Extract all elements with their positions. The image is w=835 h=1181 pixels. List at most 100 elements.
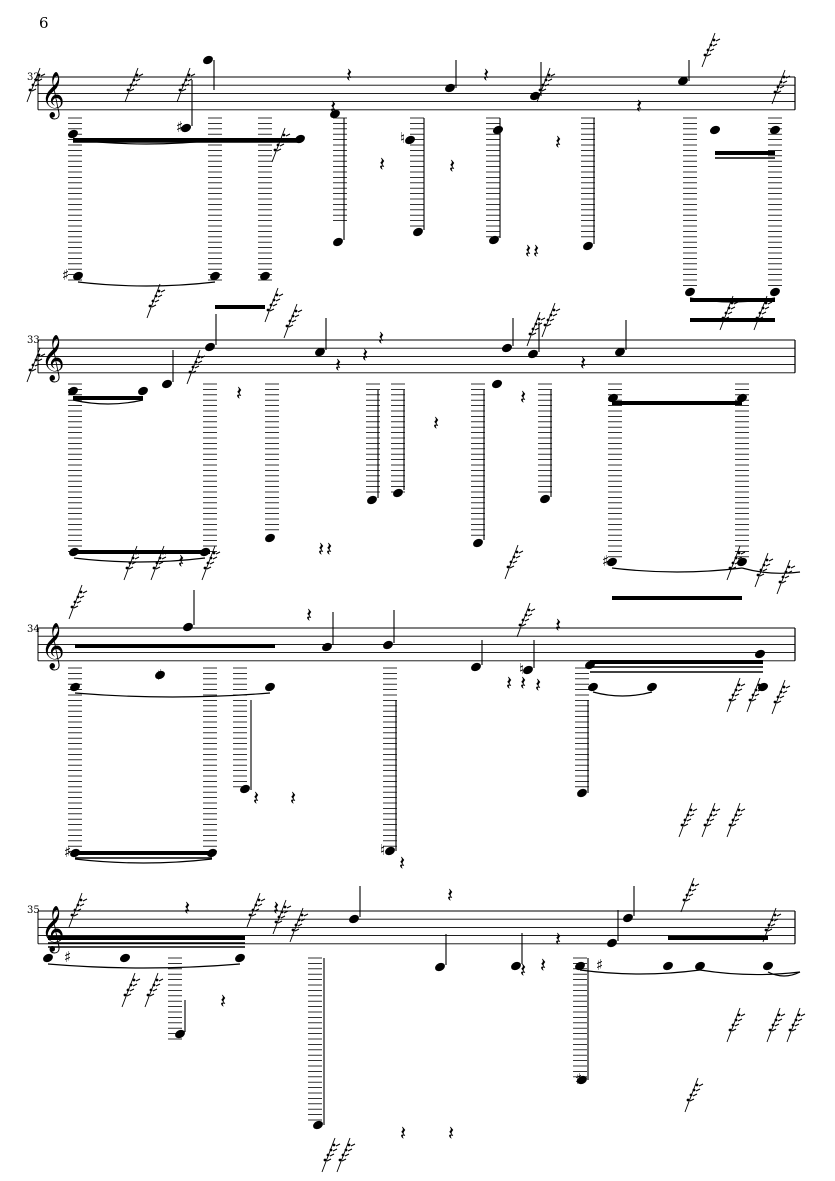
flag-stem (289, 907, 304, 943)
flag-stroke (524, 618, 530, 622)
flag-stroke (544, 83, 550, 87)
flag-dot (782, 75, 786, 79)
flag-stroke (275, 298, 281, 302)
rest-icon: 𝄽 (318, 537, 324, 561)
flag-dot (300, 913, 304, 917)
flag-dot (28, 88, 32, 92)
flag-dot (537, 317, 541, 321)
flag-stroke (779, 85, 785, 89)
flag-stroke (776, 913, 782, 917)
flag-stroke (132, 83, 138, 87)
flag-stroke (187, 78, 193, 82)
flag-stroke (683, 823, 689, 827)
flag-stroke (782, 80, 788, 84)
rest-icon: 𝄽 (326, 537, 332, 561)
rest-icon: 𝄽 (555, 130, 561, 154)
flag-stroke (712, 43, 718, 47)
flag-dot (197, 355, 201, 359)
flag-dot (737, 551, 741, 555)
flag-stroke (737, 688, 743, 692)
rest-icon: 𝄽 (448, 1121, 454, 1145)
notehead (710, 125, 720, 135)
flag-stroke (689, 813, 695, 817)
flag-stroke (82, 590, 88, 594)
beams (48, 138, 775, 948)
flag-dot (126, 88, 130, 92)
flag-dot (778, 580, 782, 584)
rest-icon: 𝄽 (378, 326, 384, 350)
flag-stroke (134, 556, 140, 560)
flag-stem (726, 677, 741, 713)
flag-stem (144, 972, 159, 1008)
flag-dot (728, 566, 732, 570)
rest-icon: 𝄽 (525, 239, 531, 263)
flag-stroke (731, 698, 737, 702)
flag-stroke (709, 818, 715, 822)
tie (74, 692, 271, 698)
notehead (120, 953, 130, 963)
flag-stroke (731, 566, 737, 570)
flag-stroke (518, 550, 524, 554)
rest-icon: 𝄽 (330, 95, 336, 119)
flag-stem (680, 877, 695, 913)
flag-stroke (540, 317, 546, 321)
notehead (330, 109, 340, 119)
flag-dot (188, 370, 192, 374)
flag-cluster (283, 303, 303, 339)
notehead (383, 640, 393, 650)
flag-dot (797, 1013, 801, 1017)
flag-stroke (329, 1153, 335, 1157)
notehead (313, 1120, 323, 1130)
flag-cluster (726, 677, 746, 713)
flag-stem (68, 892, 83, 928)
flag-cluster (684, 1077, 704, 1113)
flag-stroke (37, 358, 43, 362)
flag-dot (777, 1013, 781, 1017)
notehead (322, 642, 332, 652)
flag-stroke (137, 551, 143, 555)
flag-stroke (161, 556, 167, 560)
flag-dot (689, 808, 693, 812)
flag-dot (728, 1028, 732, 1032)
flag-stroke (132, 983, 138, 987)
notehead (69, 547, 79, 557)
notehead (473, 538, 483, 548)
flag-stroke (777, 1018, 783, 1022)
flag-dot (79, 590, 83, 594)
flag-cluster (516, 602, 536, 638)
flag-stroke (303, 913, 309, 917)
flag-dot (323, 1158, 327, 1162)
rest-icon: 𝄽 (535, 673, 541, 697)
flag-stroke (760, 683, 766, 687)
flag-stroke (762, 568, 768, 572)
rest-icon: 𝄽 (520, 671, 526, 695)
flag-stroke (730, 306, 736, 310)
rest-icon: 𝄽 (290, 786, 296, 810)
tie (767, 971, 801, 977)
flag-stroke (515, 555, 521, 559)
noteheads (43, 55, 780, 1130)
measure-number-35: 35 (27, 905, 40, 916)
flag-stem (536, 67, 551, 103)
notehead (200, 547, 210, 557)
flag-stem (186, 349, 201, 385)
flag-cluster (123, 545, 143, 581)
flag-dot (283, 905, 287, 909)
natural-icon: ♮ (400, 129, 405, 147)
flag-dot (123, 993, 127, 997)
flag-cluster (776, 559, 796, 595)
flag-stroke (294, 314, 300, 318)
flag-dot (721, 316, 725, 320)
notehead (295, 134, 305, 144)
flag-cluster (336, 1137, 356, 1173)
flag-cluster (321, 1137, 341, 1173)
flag-cluster (536, 67, 556, 103)
flag-stroke (689, 1098, 695, 1102)
notehead (181, 123, 191, 133)
natural-icon: ♮ (519, 660, 524, 678)
flag-stem (762, 907, 777, 943)
notehead (623, 913, 633, 923)
flag-stroke (527, 613, 533, 617)
flag-cluster (26, 347, 46, 383)
